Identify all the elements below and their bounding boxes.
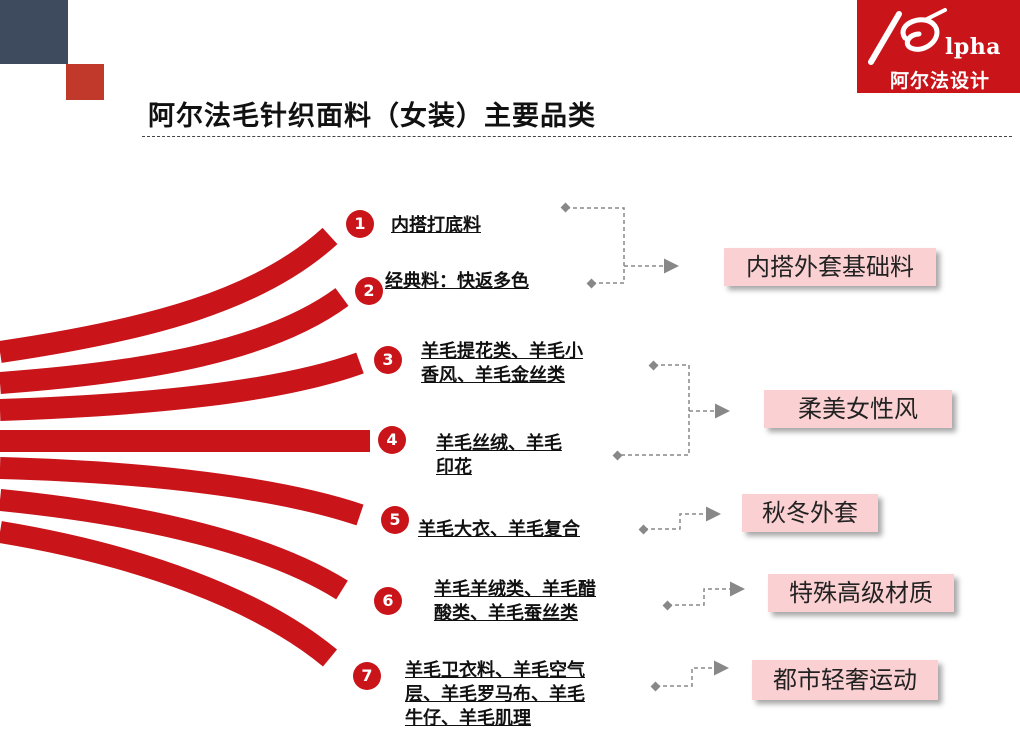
fan-band-1 <box>0 227 338 363</box>
red-fan-graphic <box>0 227 370 667</box>
item-number-6: 6 <box>374 587 402 615</box>
fan-band-5 <box>0 457 364 526</box>
item-label-7: 羊毛卫衣料、羊毛空气 层、羊毛罗马布、羊毛 牛仔、羊毛肌理 <box>405 660 585 729</box>
fan-band-2 <box>0 288 349 394</box>
alpha-logo-mark-icon <box>868 8 947 65</box>
item-label-6: 羊毛羊绒类、羊毛醋 酸类、羊毛蚕丝类 <box>434 579 596 624</box>
page-title: 阿尔法毛针织面料（女装）主要品类 <box>148 101 596 132</box>
item-number-4: 4 <box>378 426 406 454</box>
item-number-1: 1 <box>346 210 374 238</box>
item-number-7: 7 <box>353 662 381 690</box>
category-box-4: 特殊高级材质 <box>768 574 954 612</box>
fan-band-6 <box>0 489 348 600</box>
item-number-5: 5 <box>381 506 409 534</box>
decorative-red-square <box>66 64 104 100</box>
item-label-2: 经典料：快返多色 <box>385 271 529 292</box>
alpha-logo: lpha 阿尔法设计 <box>857 0 1020 93</box>
item-label-5: 羊毛大衣、羊毛复合 <box>418 519 580 540</box>
title-divider <box>142 136 1012 137</box>
item-number-3: 3 <box>374 346 402 374</box>
item-label-3: 羊毛提花类、羊毛小 香风、羊毛金丝类 <box>421 341 583 386</box>
fan-band-7 <box>0 521 338 667</box>
category-box-2: 柔美女性风 <box>764 390 952 428</box>
logo-chinese-name: 阿尔法设计 <box>889 70 990 92</box>
fan-band-3 <box>0 352 364 421</box>
item-label-4: 羊毛丝绒、羊毛 印花 <box>436 433 562 478</box>
decorative-navy-square <box>0 0 68 64</box>
logo-wordmark: lpha <box>945 34 1001 60</box>
category-box-3: 秋冬外套 <box>742 494 878 532</box>
category-box-1: 内搭外套基础料 <box>724 248 936 286</box>
item-label-1: 内搭打底料 <box>391 215 481 236</box>
item-number-2: 2 <box>355 277 383 305</box>
category-box-5: 都市轻奢运动 <box>752 660 938 700</box>
